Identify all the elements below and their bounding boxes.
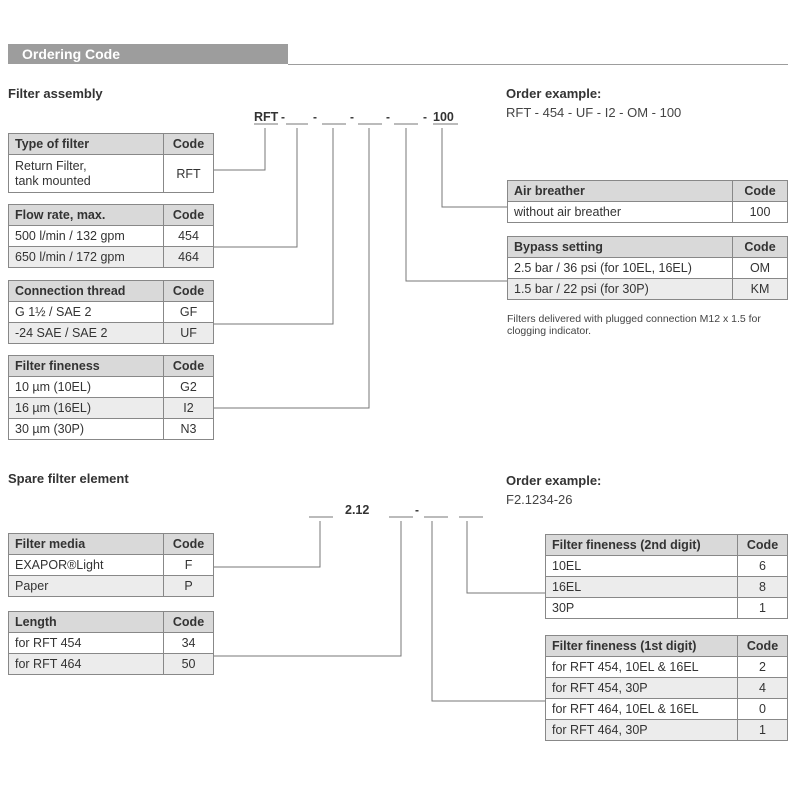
table-cell: 8 (737, 576, 788, 598)
table-cell: 1 (737, 719, 788, 741)
table-cell: 650 l/min / 172 gpm (7, 246, 165, 268)
code-separator: - (350, 110, 354, 124)
table-cell: OM (732, 257, 788, 279)
table-cell: 34 (163, 632, 214, 654)
table-header: Code (163, 280, 214, 302)
table-header: Code (163, 133, 214, 155)
order-example-title-2: Order example: (506, 473, 602, 488)
table-cell: 500 l/min / 132 gpm (7, 225, 165, 247)
table-header: Code (732, 236, 788, 258)
table-header: Bypass setting (506, 236, 734, 258)
table-cell: 30 µm (30P) (7, 418, 165, 440)
code-prefix: RFT (254, 110, 279, 124)
table-cell: UF (163, 322, 214, 344)
assembly-code-pattern: RFT (254, 110, 278, 124)
section-header: Ordering Code (8, 44, 288, 64)
fineness-1st-digit-table: Filter fineness (1st digit)Code for RFT … (544, 635, 788, 741)
table-cell: RFT (163, 154, 214, 193)
table-cell: P (163, 575, 214, 597)
table-cell: without air breather (506, 201, 734, 223)
table-cell: Paper (7, 575, 165, 597)
table-header: Flow rate, max. (7, 204, 165, 226)
table-header: Length (7, 611, 165, 633)
table-cell: 1 (737, 597, 788, 619)
table-header: Code (737, 534, 788, 556)
order-example-value-2: F2.1234-26 (506, 492, 573, 507)
table-header: Type of filter (7, 133, 165, 155)
table-header: Code (732, 180, 788, 202)
table-cell: 16EL (544, 576, 739, 598)
header-rule (288, 64, 788, 65)
table-cell: 50 (163, 653, 214, 675)
table-cell: -24 SAE / SAE 2 (7, 322, 165, 344)
code-separator: - (415, 503, 419, 517)
table-header: Code (163, 355, 214, 377)
table-cell: N3 (163, 418, 214, 440)
code-separator: - (281, 110, 285, 124)
table-header: Air breather (506, 180, 734, 202)
clogging-indicator-note: Filters delivered with plugged connectio… (507, 313, 761, 337)
table-cell: 30P (544, 597, 739, 619)
table-cell: 16 µm (16EL) (7, 397, 165, 419)
table-cell: for RFT 464, 30P (544, 719, 739, 741)
table-cell: Return Filter, tank mounted (7, 154, 165, 193)
table-cell: KM (732, 278, 788, 300)
section-header-title: Ordering Code (22, 46, 121, 62)
table-header: Code (163, 611, 214, 633)
filter-assembly-title: Filter assembly (8, 86, 103, 101)
table-header: Connection thread (7, 280, 165, 302)
table-cell: 6 (737, 555, 788, 577)
table-header: Code (163, 533, 214, 555)
table-cell: 4 (737, 677, 788, 699)
code-separator: - (386, 110, 390, 124)
table-cell: for RFT 464 (7, 653, 165, 675)
table-header: Filter fineness (1st digit) (544, 635, 739, 657)
table-cell: GF (163, 301, 214, 323)
table-cell: 2.5 bar / 36 psi (for 10EL, 16EL) (506, 257, 734, 279)
assembly-code-suffix: 100 (433, 110, 454, 124)
table-cell: 10 µm (10EL) (7, 376, 165, 398)
spare-code-middle: 2.12 (345, 503, 370, 517)
order-example-value-1: RFT - 454 - UF - I2 - OM - 100 (506, 105, 682, 120)
table-cell: 464 (163, 246, 214, 268)
table-header: Filter fineness (2nd digit) (544, 534, 739, 556)
table-cell: 10EL (544, 555, 739, 577)
table-cell: 100 (732, 201, 788, 223)
spare-element-title: Spare filter element (8, 471, 129, 486)
code-separator: - (313, 110, 317, 124)
table-header: Filter media (7, 533, 165, 555)
table-cell: for RFT 454, 30P (544, 677, 739, 699)
order-example-title-1: Order example: (506, 86, 602, 101)
table-cell: EXAPOR®Light (7, 554, 165, 576)
code-separator: - (423, 110, 427, 124)
table-cell: for RFT 454, 10EL & 16EL (544, 656, 739, 678)
table-cell: 1.5 bar / 22 psi (for 30P) (506, 278, 734, 300)
